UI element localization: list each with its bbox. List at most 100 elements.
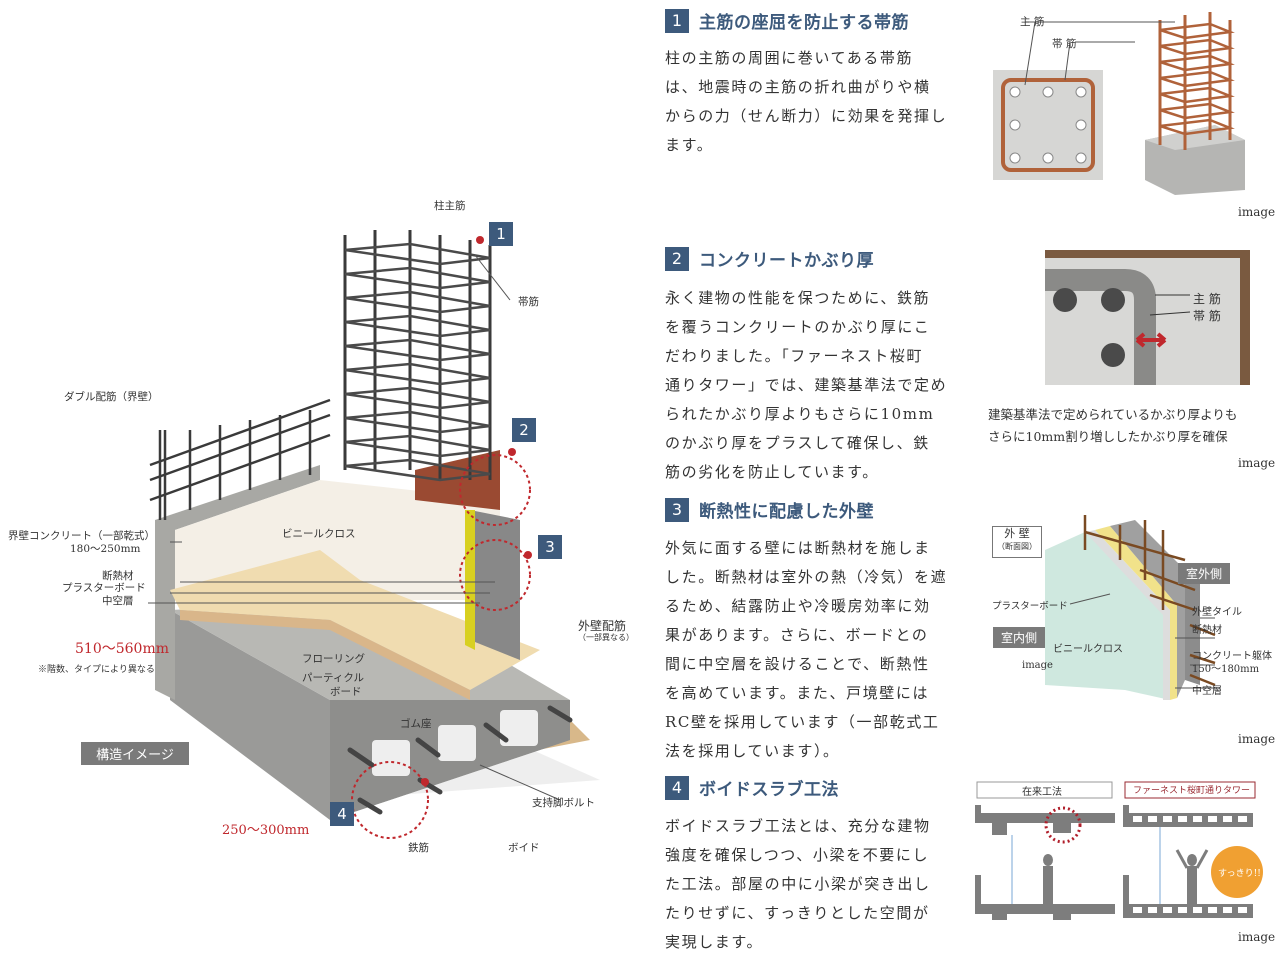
void-cell [1193,816,1202,822]
d4-label-conventional: 在来工法 [1022,787,1062,798]
d3-inside-label: 室内側 [993,627,1046,648]
label-slab-thickness: 250〜300mm [222,823,310,838]
void-cell [1193,907,1202,913]
section-title: 断熱性に配慮した外壁 [699,502,874,522]
text-line: 実現します。 [665,933,764,951]
text-line: だわりました。「ファーネスト桜町 [665,347,924,365]
label-partition-concrete: 界壁コンクリート（一部乾式） [8,530,155,542]
section-number: 3 [665,497,689,522]
text-line: 柱の主筋の周囲に巻いてある帯筋 [665,49,914,67]
section-title: コンクリートかぶり厚 [699,251,874,271]
structure-illustration [0,180,640,951]
void-cell [1178,907,1187,913]
badge-3: 3 [538,535,562,559]
text-line: 強度を確保しつつ、小梁を不要にし [665,846,930,864]
label-particle: パーティクル [302,672,365,684]
text-line: たりせずに、すっきりとした空間が [665,904,930,922]
d2-label-main: 主 筋 [1193,292,1221,306]
label-hollow-layer: 中空層 [102,595,134,607]
d3-subtitle: （断面図） [997,542,1037,551]
label-double-rebar: ダブル配筋（界壁） [64,391,159,403]
hoop-bar [344,338,491,362]
hoop-bar [344,290,491,314]
void-cell [1238,816,1247,822]
hoop-bar [1159,54,1235,72]
hoop-bar [344,362,491,386]
section-number: 2 [665,246,689,271]
text-line: 間に中空層を設けることで、断熱性 [665,655,930,673]
label-rubber-seat: ゴム座 [400,718,432,730]
d3-title-box: 外 壁 （断面図） [992,526,1042,558]
label-outer-rebar-note: （一部異なる） [578,633,634,642]
diagram-1-hoop [993,12,1245,195]
text-line: は、地震時の主筋の折れ曲がりや横 [665,78,931,96]
void-cell [1223,816,1232,822]
d4-bubble-text: すっきり!! [1218,869,1261,879]
label-partition-size: 180〜250mm [70,543,141,555]
text-line: 筋の劣化を防止しています。 [665,463,879,481]
section-title: 主筋の座屈を防止する帯筋 [699,13,909,33]
hoop-bar [344,434,491,458]
d4-image-note: image [1238,930,1276,944]
d4-label-tower: ファーネスト桜町通りタワー [1133,786,1251,796]
text-line: RC壁を採用しています（一部乾式工 [665,713,940,731]
d2-caption-1: 建築基準法で定められているかぶり厚よりも [988,407,1238,422]
d3-label-hollow: 中空層 [1192,686,1222,697]
label-rebar: 鉄筋 [408,842,429,854]
label-board: ボード [330,686,362,698]
section-1-heading: 1 主筋の座屈を防止する帯筋 [665,8,909,33]
text-line: を覆うコンクリートのかぶり厚にこ [665,318,931,336]
d2-caption-2: さらに10mm割り増ししたかぶり厚を確保 [988,429,1228,444]
label-insulation: 断熱材 [102,570,134,582]
text-line: した。断熱材は室外の熱（冷気）を遮 [665,568,948,586]
d3-label-plaster: プラスターボード [992,601,1068,612]
label-hoop: 帯筋 [518,296,539,308]
section-1-body: 柱の主筋の周囲に巻いてある帯筋 は、地震時の主筋の折れ曲がりや横 からの力（せん… [665,44,950,160]
section-4-body: ボイドスラブ工法とは、充分な建物 強度を確保しつつ、小梁を不要にし た工法。部屋… [665,812,950,957]
void-cell [1133,816,1142,822]
text-line: からの力（せん断力）に効果を発揮し [665,107,948,125]
d3-label-vinyl: ビニールクロス [1053,644,1123,655]
hoop-bar [344,410,491,434]
label-total-thickness: 510〜560mm [75,641,169,657]
text-line: 法を採用しています）。 [665,742,840,760]
text-line: のかぶり厚をプラスして確保し、鉄 [665,434,930,452]
d2-image-note: image [1238,456,1276,470]
label-flooring: フローリング [302,653,365,665]
text-line: るため、結露防止や冷暖房効率に効 [665,597,931,615]
section-2-heading: 2 コンクリートかぶり厚 [665,246,874,271]
diagram-3-wall [1045,515,1216,700]
text-line: 外気に面する壁には断熱材を施しま [665,539,931,557]
void-cell [1163,816,1172,822]
text-line: た工法。部屋の中に小梁が突き出し [665,875,931,893]
section-2-body: 永く建物の性能を保つために、鉄筋 を覆うコンクリートのかぶり厚にこ だわりました… [665,284,950,487]
void-cell [1223,907,1232,913]
caption-structure-image: 構造イメージ [81,742,189,765]
void-cell [1238,907,1247,913]
section-3-body: 外気に面する壁には断熱材を施しま した。断熱材は室外の熱（冷気）を遮 るため、結… [665,534,950,766]
void-cell [1178,816,1187,822]
d3-label-tile: 外壁タイル [1192,607,1242,618]
diagram-4-void-slab [975,781,1263,920]
d3-inner-image-note: image [1022,660,1053,671]
hoop-bar [344,458,491,482]
hoop-bar [1159,38,1235,56]
text-line: 果があります。さらに、ボードとの [665,626,929,644]
d3-label-insulation: 断熱材 [1192,625,1222,636]
text-line: られたかぶり厚よりもさらに10mm [665,405,935,423]
structure-drawing [148,230,600,839]
label-column-main: 柱主筋 [434,200,466,212]
void-cell [1148,907,1157,913]
section-3-heading: 3 断熱性に配慮した外壁 [665,497,874,522]
hoop-bar [1159,22,1235,40]
d1-label-hoop: 帯 筋 [1052,38,1077,50]
text-line: ボイドスラブ工法とは、充分な建物 [665,817,931,835]
void-cell [1208,816,1217,822]
d1-image-note: image [1238,205,1276,219]
badge-4: 4 [330,802,354,826]
hoop-bar [1159,118,1235,136]
d1-label-main: 主 筋 [1020,16,1045,28]
label-support-bolt: 支持脚ボルト [532,797,595,809]
section-4-heading: 4 ボイドスラブ工法 [665,775,839,800]
d3-label-concrete: コンクリート躯体 [1192,651,1272,662]
